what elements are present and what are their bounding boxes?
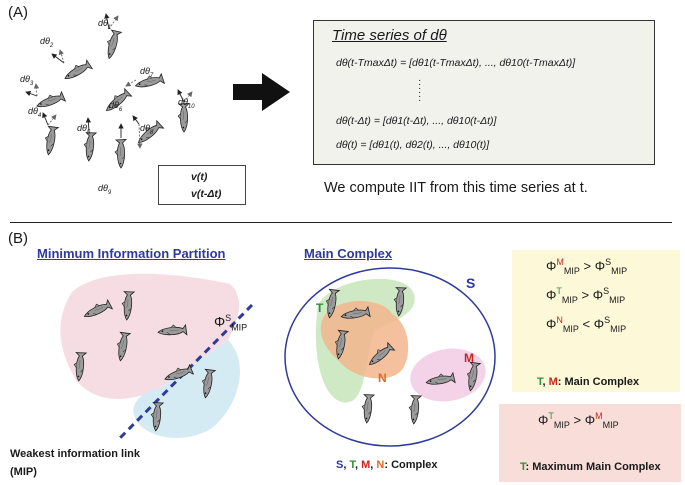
- velocity-arrow: [85, 117, 92, 132]
- velocity-arrow-prev: [183, 91, 193, 103]
- panel-a-caption: We compute IIT from this time series at …: [324, 180, 588, 196]
- panel-b-label: (B): [8, 230, 28, 247]
- velocity-arrow: [25, 91, 38, 97]
- dtheta-label-6: dθ6: [109, 100, 123, 113]
- dtheta-label-8: dθ8: [140, 123, 154, 136]
- phi-s-mip-label: ΦSMIP: [214, 313, 248, 333]
- velocity-arrow-prev: [108, 15, 119, 30]
- velocity-arrow: [42, 112, 49, 126]
- set-M-region: [410, 348, 486, 402]
- time-series-line-now: dθ(t) = [dθ1(t), dθ2(t), ..., dθ10(t)]: [336, 139, 490, 151]
- velocity-arrow: [132, 115, 140, 125]
- dtheta-label-1: dθ1: [98, 18, 112, 31]
- fish-9: [114, 139, 127, 169]
- fish-5: [82, 131, 97, 162]
- fish-4: [41, 125, 59, 157]
- legend-solid-label: v(t): [191, 171, 208, 183]
- mip-title: Minimum Information Partition: [37, 246, 226, 261]
- set-label-M: M: [464, 351, 474, 365]
- velocity-arrow-prev: [125, 79, 137, 87]
- inequality-N: ΦNMIP < ΦSMIP: [546, 315, 627, 334]
- maximum-box: [499, 404, 681, 482]
- right-arrow-icon: [233, 73, 290, 111]
- time-series-line-tmax: dθ(t-TmaxΔt) = [dθ1(t-TmaxΔt), ..., dθ10…: [336, 57, 576, 69]
- dtheta-label-7: dθ7: [140, 66, 154, 79]
- panel-a-label: (A): [8, 4, 28, 21]
- dtheta-label-2: dθ2: [40, 36, 54, 49]
- legend-dotted-label: v(t-Δt): [191, 188, 222, 200]
- vertical-ellipsis: ······: [418, 75, 422, 106]
- velocity-legend: v(t) v(t-Δt): [158, 165, 246, 205]
- dtheta-label-3: dθ3: [20, 74, 34, 87]
- fish-1: [102, 28, 122, 61]
- mip-partition-line: [116, 303, 254, 442]
- main-complex-title: Main Complex: [304, 246, 393, 261]
- dtheta-label-5: dθ5: [77, 123, 91, 136]
- inequality-max: ΦTMIP > ΦMMIP: [538, 411, 619, 430]
- result-maximum-main-complex: T: Maximum Main Complex: [520, 461, 661, 473]
- time-series-title: Time series of dθ: [332, 27, 447, 44]
- dtheta-label-4: dθ4: [28, 106, 42, 119]
- set-label-S: S: [466, 275, 476, 291]
- inequality-box: [512, 250, 680, 392]
- set-N-region: [320, 300, 409, 379]
- inequality-M: ΦMMIP > ΦSMIP: [546, 257, 628, 276]
- inequality-T: ΦTMIP > ΦSMIP: [546, 286, 626, 305]
- weakest-link-label: Weakest information link (MIP): [10, 448, 140, 478]
- velocity-arrow: [177, 89, 185, 103]
- set-label-T: T: [316, 301, 324, 315]
- dtheta-label-9: dθ9: [98, 183, 112, 196]
- velocity-arrow: [51, 53, 65, 64]
- velocity-arrow-prev: [137, 123, 143, 149]
- set-label-N: N: [378, 371, 387, 385]
- set-S-ellipse: [284, 267, 496, 447]
- dtheta-label-10: dθ10: [178, 97, 195, 110]
- panel-divider: [10, 222, 672, 223]
- velocity-arrow-prev: [58, 49, 65, 64]
- velocity-arrow-prev: [33, 83, 40, 97]
- result-main-complex: T, M: Main Complex: [537, 376, 640, 388]
- time-series-box: Time series of dθ dθ(t-TmaxΔt) = [dθ1(t-…: [313, 20, 655, 165]
- velocity-arrow-prev: [47, 114, 57, 126]
- fish-2: [61, 58, 93, 84]
- velocity-arrow: [104, 13, 110, 30]
- time-series-line-prev: dθ(t-Δt) = [dθ1(t-Δt), ..., dθ10(t-Δt)]: [336, 115, 497, 127]
- complex-caption: S, T, M, N: Complex: [336, 459, 438, 471]
- fish-school-a: [25, 13, 193, 169]
